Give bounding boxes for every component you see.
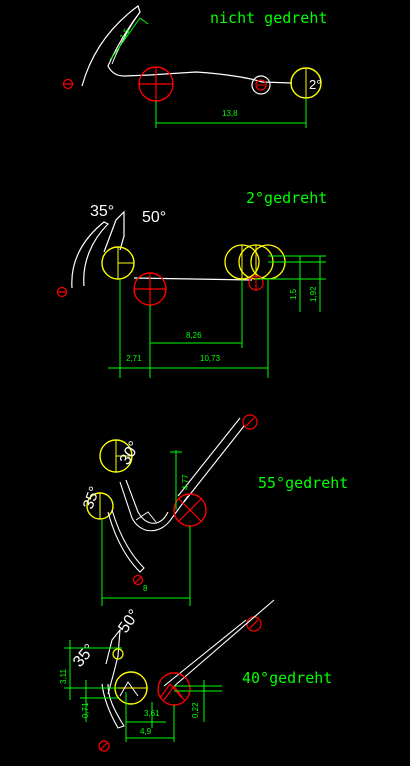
panel-4-claw-lower: [101, 683, 125, 729]
panel-2-heading: 2°gedreht: [246, 189, 327, 207]
panel-2-angle-b: 50°: [142, 209, 166, 226]
panel-2-arm: [133, 277, 253, 281]
panel-3: 55°gedreht 30° 35°: [80, 414, 348, 606]
panel-2-dim-1-5: 1,5: [289, 288, 298, 300]
panel-2-joint-red: [133, 272, 167, 306]
panel-1-dim-line-angled: [109, 17, 141, 61]
panel-4-dim-4-9: 4,9: [140, 727, 152, 736]
panel-4-red-marker-top: [246, 616, 262, 632]
panel-4-dim-3-61: 3,61: [144, 709, 160, 718]
panel-4-joint-yellow: [114, 671, 148, 705]
panel-4-dim-0-71: 0,71: [81, 702, 90, 718]
panel-4-arm: [163, 599, 275, 689]
panel-4: 40°gedreht 35° 50°: [59, 599, 332, 752]
panel-1-claw-outline: [81, 5, 151, 87]
panel-4-dim-0-22: 0,22: [191, 702, 200, 718]
panel-2-joint-yellow-left: [101, 246, 135, 280]
panel-4-angle-a: 35°: [70, 641, 99, 670]
panel-1-heading: nicht gedreht: [210, 9, 327, 27]
panel-2-dim-vertical: [256, 255, 326, 312]
panel-4-heading: 40°gedreht: [242, 669, 332, 687]
panel-3-heading: 55°gedreht: [258, 474, 348, 492]
panel-1-dim-ext-angled: [139, 17, 149, 25]
panel-2-dim-horizontal: [108, 279, 269, 378]
panel-3-angle-a: 30°: [117, 439, 144, 468]
panel-2-dim-10-73: 10,73: [200, 354, 221, 363]
panel-2-dim-2-71: 2,71: [126, 354, 142, 363]
panel-4-dim-lines: [64, 640, 222, 742]
panel-1-symbol-label: 2°: [309, 77, 321, 92]
panel-4-dim-3-11: 3,11: [59, 668, 68, 684]
panel-4-joint-yellow-small: [112, 648, 124, 660]
panel-4-claw: [105, 628, 121, 695]
panel-1-dim-13-8: 13,8: [222, 109, 238, 118]
panel-1-joint-red-large: [138, 66, 174, 102]
panel-3-cup: [119, 479, 189, 532]
panel-3-claw: [107, 509, 145, 573]
panel-3-dim-lines: [101, 450, 191, 606]
panel-2-joint-red-small: [248, 275, 264, 291]
panel-3-joint-yellow-bottom: [86, 492, 114, 520]
panel-1-red-marker: [62, 78, 74, 90]
panel-3-dim-8: 8: [143, 584, 148, 593]
panel-2-angle-a: 35°: [90, 203, 114, 220]
panel-2-dim-1-92: 1,92: [309, 286, 318, 302]
panel-3-red-marker-bottom: [132, 574, 144, 586]
panel-1: nicht gedreht 1,5: [62, 5, 327, 128]
panel-3-arm: [177, 417, 245, 503]
panel-3-joint-red: [173, 493, 207, 527]
panel-2: 2°gedreht 35° 50°: [56, 189, 327, 378]
panel-3-joint-yellow-top: [99, 439, 133, 473]
panel-1-arm: [149, 71, 293, 84]
panel-2-dim-8-26: 8,26: [186, 331, 202, 340]
panel-3-angle-b: 35°: [80, 484, 104, 511]
panel-3-dim-4-77: 4,77: [181, 474, 190, 490]
panel-3-red-marker-top: [242, 414, 258, 430]
panel-1-claw-inner: [111, 11, 141, 65]
panel-2-red-marker: [56, 286, 68, 298]
panel-1-joint-small: [251, 75, 271, 95]
panel-3-teeth: [135, 511, 157, 523]
panel-2-claw-outline: [71, 221, 110, 289]
panel-2-claw-finger: [103, 210, 125, 253]
panel-4-red-marker-bottom: [98, 740, 110, 752]
